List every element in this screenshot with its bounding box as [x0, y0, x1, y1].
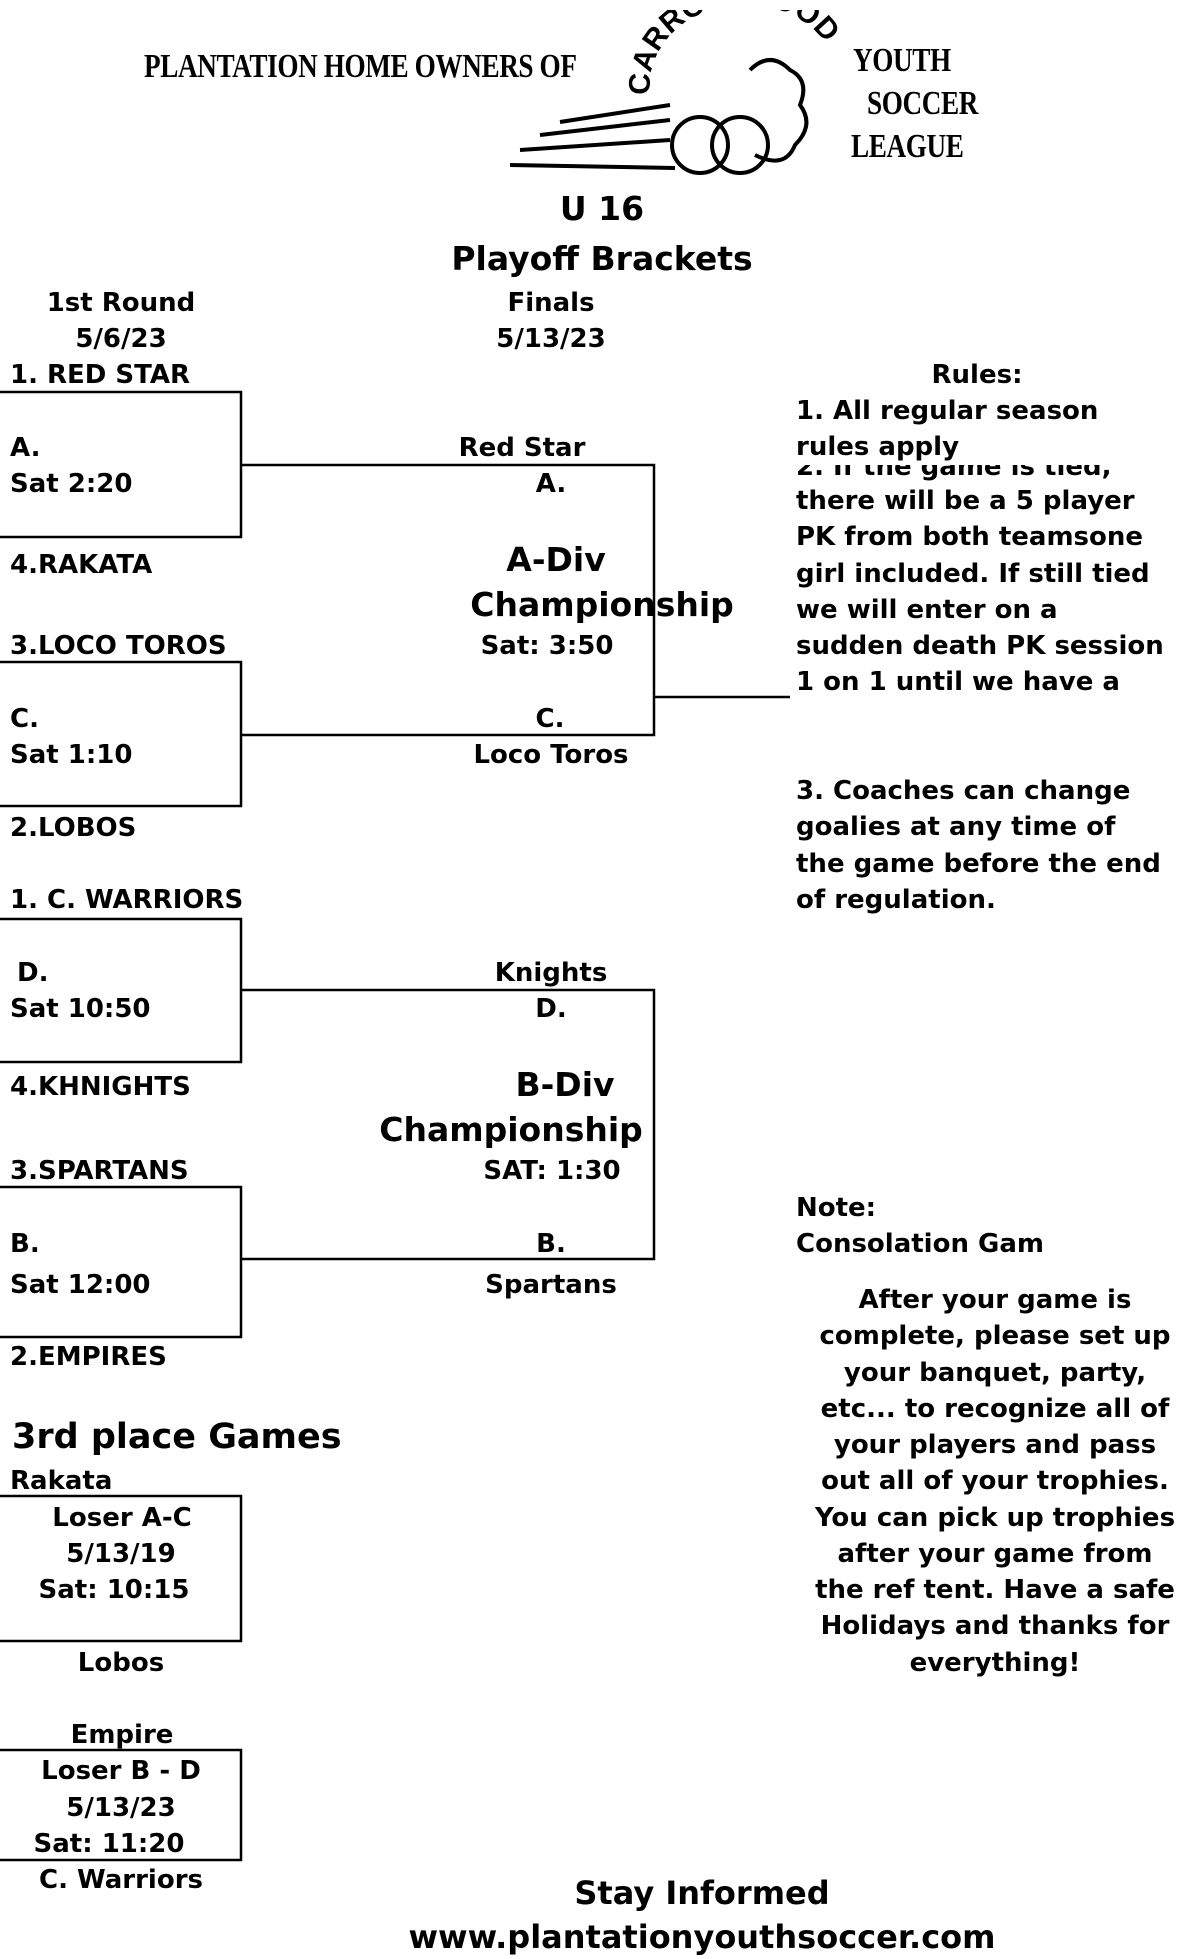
a-div-label: A-Div: [506, 540, 606, 579]
a-div-championship: Championship: [470, 585, 734, 624]
rule-2-line: there will be a 5 player: [796, 486, 1135, 516]
seed-c-warriors: 1. C. WARRIORS: [10, 885, 244, 915]
b-div-time: SAT: 1:30: [483, 1156, 621, 1186]
b-div-championship: Championship: [379, 1110, 643, 1149]
b-div-label: B-Div: [515, 1065, 615, 1104]
bracket-third-1: [0, 1494, 243, 1643]
game-b-time: Sat 12:00: [10, 1270, 151, 1300]
message-line: complete, please set up: [819, 1321, 1171, 1352]
seed-red-star: 1. RED STAR: [10, 360, 191, 390]
finals-date: 5/13/23: [496, 324, 606, 354]
bracket-b-final: [241, 988, 656, 1261]
third-place-title: 3rd place Games: [12, 1417, 342, 1457]
league-line-youth: YOUTH: [853, 42, 951, 79]
message-line: everything!: [909, 1647, 1081, 1678]
message-line: You can pick up trophies: [814, 1502, 1176, 1533]
third-2-line1: Loser B - D: [41, 1756, 201, 1786]
note-line: Consolation Gam: [796, 1229, 1044, 1260]
rule-3-line: goalies at any time of: [796, 812, 1116, 843]
game-a-winner: Red Star: [458, 433, 586, 463]
bracket-third-2: [0, 1748, 243, 1862]
game-a-time: Sat 2:20: [10, 469, 133, 499]
finals-label: Finals: [507, 288, 595, 318]
final-c-label: C.: [535, 704, 565, 734]
org-name: PLANTATION HOME OWNERS OF: [144, 48, 577, 85]
game-c-time: Sat 1:10: [10, 740, 133, 770]
rule-2: there will be a 5 player PK from both te…: [796, 483, 1164, 701]
game-d-winner: Knights: [494, 958, 608, 988]
bracket-a-final: [241, 463, 656, 737]
seed-spartans: 3.SPARTANS: [10, 1156, 189, 1186]
third-1-bottom: Lobos: [77, 1648, 165, 1678]
third-2-bottom: C. Warriors: [38, 1865, 204, 1895]
first-round-date: 5/6/23: [75, 324, 167, 354]
game-b-label: B.: [10, 1229, 40, 1259]
message-line: Holidays and thanks for: [820, 1611, 1170, 1642]
message-line: your banquet, party,: [843, 1357, 1147, 1388]
rule-2-line: PK from both teamsone: [796, 522, 1144, 553]
message-line: out all of your trophies.: [821, 1466, 1169, 1497]
message-line: After your game is: [858, 1285, 1132, 1315]
game-d-label: D.: [17, 958, 49, 988]
game-c-label: C.: [10, 704, 39, 734]
rule-3-line: the game before the end: [796, 848, 1161, 879]
rule-1: 1. All regular season rules apply: [796, 393, 1098, 466]
third-1-top: Rakata: [10, 1466, 113, 1496]
rule-1-line: 1. All regular season: [796, 396, 1099, 426]
final-a-label: A.: [535, 469, 567, 499]
third-2-line3: Sat: 11:20: [33, 1829, 185, 1859]
rule-1-line: rules apply: [796, 432, 960, 463]
message-line: your players and pass: [833, 1430, 1157, 1460]
rule-2-line: we will enter on a: [796, 594, 1058, 625]
rule-2-line: sudden death PK session: [796, 631, 1164, 661]
rule-2-first-line: 2. If the game is tied,: [796, 465, 1112, 482]
message-line: the ref tent. Have a safe: [815, 1575, 1175, 1605]
league-line-league: LEAGUE: [851, 128, 964, 165]
third-1-line1: Loser A-C: [52, 1503, 192, 1533]
seed-loco-toros: 3.LOCO TOROS: [10, 631, 227, 661]
game-d-time: Sat 10:50: [10, 994, 151, 1024]
note-message: After your game is complete, please set …: [815, 1282, 1175, 1681]
game-b-winner: Spartans: [485, 1270, 617, 1300]
seed-lobos: 2.LOBOS: [10, 813, 137, 843]
third-2-top: Empire: [70, 1720, 174, 1750]
message-line: after your game from: [837, 1538, 1153, 1569]
age-group: U 16: [559, 189, 645, 228]
seed-empires: 2.EMPIRES: [10, 1342, 167, 1372]
rule-3: 3. Coaches can change goalies at any tim…: [796, 773, 1161, 918]
footer-url[interactable]: www.plantationyouthsoccer.com: [408, 1918, 996, 1956]
final-d-label: D.: [535, 994, 567, 1024]
third-1-line2: 5/13/19: [66, 1539, 176, 1569]
third-2-line2: 5/13/23: [66, 1793, 176, 1823]
rule-2-line: girl included. If still tied: [796, 558, 1150, 589]
first-round-label: 1st Round: [46, 288, 196, 318]
a-div-time: Sat: 3:50: [480, 631, 614, 661]
seed-rakata: 4.RAKATA: [10, 550, 153, 580]
league-line-soccer: SOCCER: [867, 85, 978, 122]
footer-title: Stay Informed: [574, 1874, 830, 1912]
note: Note: Consolation Gam: [796, 1190, 1044, 1263]
bracket-game-b: [0, 1185, 243, 1339]
rule-2-line: 1 on 1 until we have a: [796, 667, 1120, 698]
third-1-line3: Sat: 10:15: [38, 1575, 190, 1605]
note-title: Note:: [796, 1193, 877, 1223]
message-line: etc... to recognize all of: [820, 1393, 1170, 1424]
game-c-winner: Loco Toros: [473, 740, 629, 770]
final-b-label: B.: [536, 1229, 566, 1259]
game-a-label: A.: [10, 433, 41, 463]
rules-title: Rules:: [931, 360, 1023, 390]
rule-3-line: of regulation.: [796, 884, 996, 915]
rule-2-clipped-line: 2. If the game is tied,: [796, 465, 1196, 485]
page-title: Playoff Brackets: [451, 239, 753, 278]
league-logo: CARROLLWOOD: [509, 10, 846, 175]
seed-knights: 4.KHNIGHTS: [10, 1072, 191, 1102]
rule-3-line: 3. Coaches can change: [796, 776, 1131, 806]
